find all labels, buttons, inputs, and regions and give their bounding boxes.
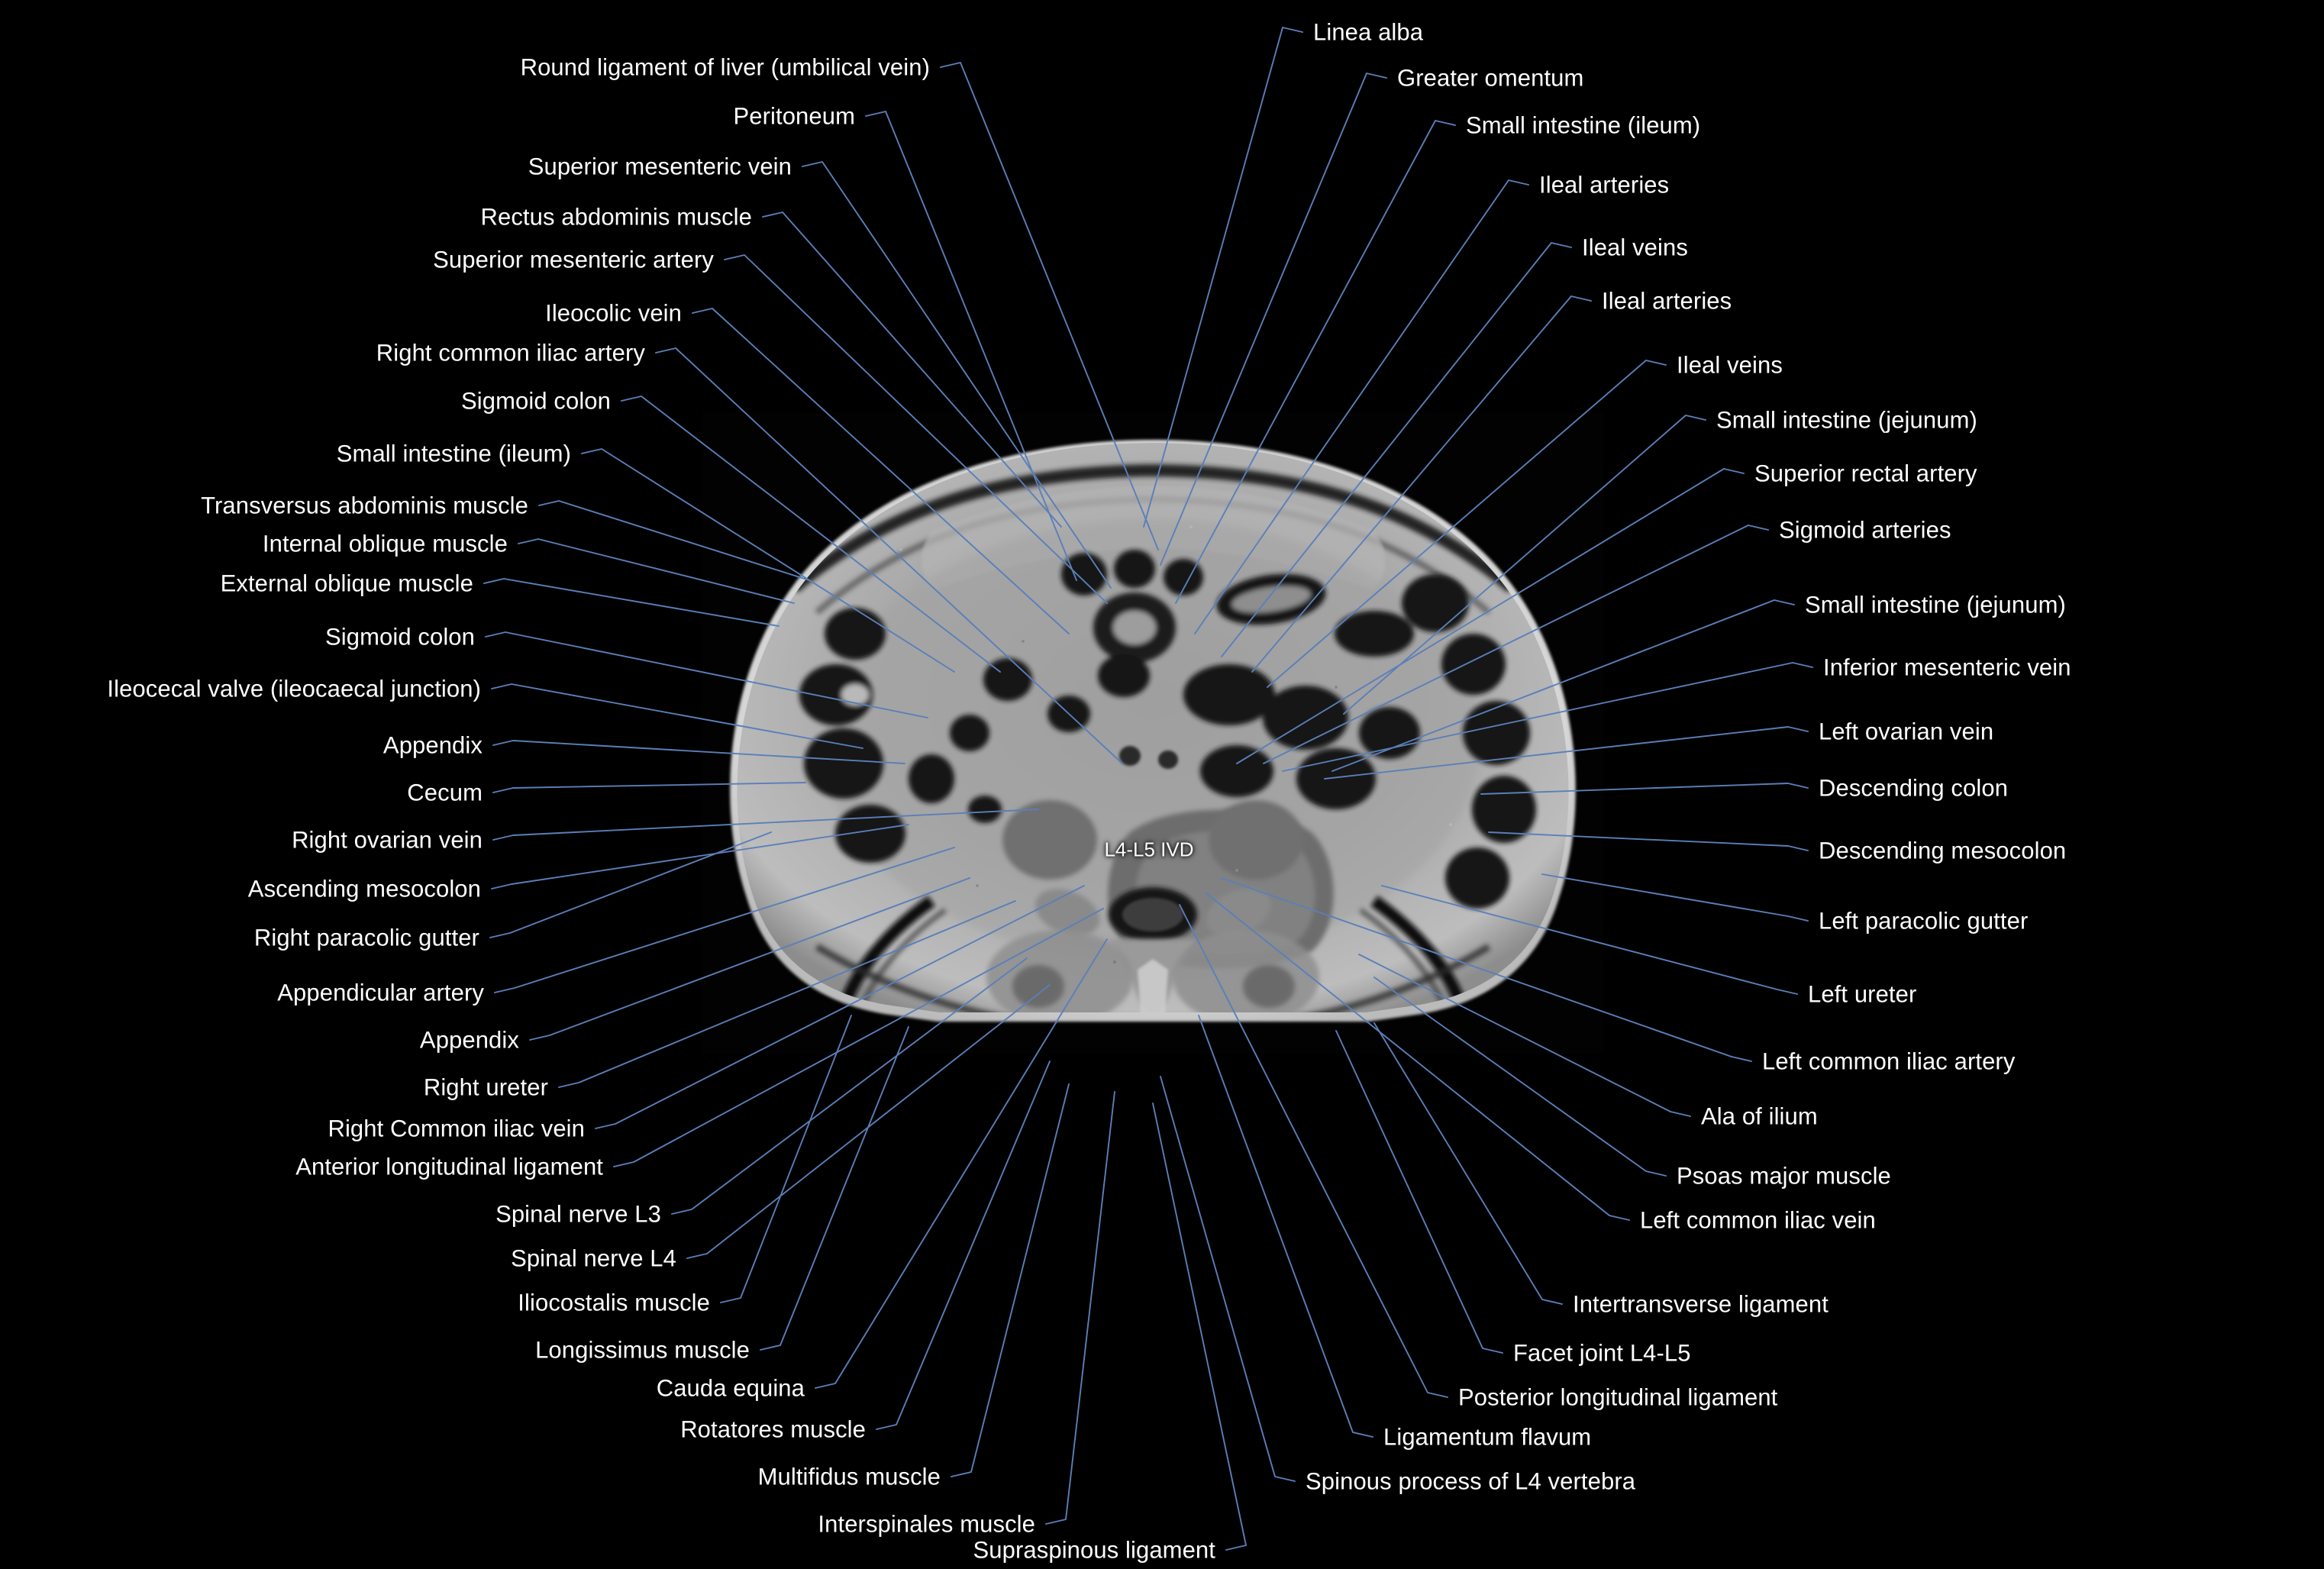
label-spinal-nerve-l3: Spinal nerve L3 bbox=[495, 1200, 661, 1228]
label-sigmoid-colon: Sigmoid colon bbox=[324, 623, 475, 651]
label-small-intestine-jejunum: Small intestine (jejunum) bbox=[1716, 406, 1977, 434]
label-cecum: Cecum bbox=[407, 779, 483, 806]
leader-line-longissimus-muscle bbox=[760, 1026, 909, 1351]
label-superior-mesenteric-vein: Superior mesenteric vein bbox=[528, 153, 792, 180]
label-cauda-equina: Cauda equina bbox=[656, 1374, 805, 1402]
label-appendicular-artery: Appendicular artery bbox=[277, 979, 484, 1006]
label-right-common-iliac-vein: Right Common iliac vein bbox=[328, 1115, 585, 1142]
label-posterior-longitudinal-ligament: Posterior longitudinal ligament bbox=[1458, 1383, 1778, 1411]
label-appendix: Appendix bbox=[382, 731, 483, 759]
leader-line-supraspinous-ligament bbox=[1152, 1102, 1247, 1551]
label-ascending-mesocolon: Ascending mesocolon bbox=[247, 875, 481, 902]
leader-line-interspinales-muscle bbox=[1045, 1091, 1115, 1525]
leader-line-rotatores-muscle bbox=[876, 1061, 1051, 1430]
label-ala-of-ilium: Ala of ilium bbox=[1701, 1102, 1818, 1130]
label-appendix: Appendix bbox=[419, 1026, 519, 1054]
label-anterior-longitudinal-ligament: Anterior longitudinal ligament bbox=[295, 1153, 603, 1180]
label-descending-colon: Descending colon bbox=[1819, 774, 2009, 802]
label-peritoneum: Peritoneum bbox=[733, 102, 855, 130]
label-left-common-iliac-artery: Left common iliac artery bbox=[1762, 1048, 2016, 1075]
label-rotatores-muscle: Rotatores muscle bbox=[680, 1416, 866, 1443]
leader-line-intertransverse-ligament bbox=[1373, 1022, 1563, 1305]
mri-axial-scan bbox=[702, 412, 1603, 1054]
label-left-ovarian-vein: Left ovarian vein bbox=[1819, 718, 1994, 745]
label-right-ureter: Right ureter bbox=[423, 1073, 548, 1101]
mri-image bbox=[702, 412, 1603, 1054]
label-greater-omentum: Greater omentum bbox=[1397, 64, 1584, 92]
label-ileal-arteries: Ileal arteries bbox=[1539, 171, 1670, 199]
label-interspinales-muscle: Interspinales muscle bbox=[818, 1510, 1035, 1538]
label-ileal-veins: Ileal veins bbox=[1677, 351, 1783, 379]
label-iliocostalis-muscle: Iliocostalis muscle bbox=[518, 1289, 710, 1316]
leader-line-iliocostalis-muscle bbox=[720, 1015, 852, 1303]
great-vessels bbox=[1119, 746, 1178, 769]
label-linea-alba: Linea alba bbox=[1313, 18, 1424, 46]
label-facet-joint-l4-l5: Facet joint L4-L5 bbox=[1513, 1339, 1691, 1367]
label-rectus-abdominis-muscle: Rectus abdominis muscle bbox=[480, 203, 752, 231]
label-ileal-arteries: Ileal arteries bbox=[1602, 287, 1732, 315]
label-inferior-mesenteric-vein: Inferior mesenteric vein bbox=[1823, 654, 2071, 681]
label-spinous-process-of-l4-vertebra: Spinous process of L4 vertebra bbox=[1306, 1467, 1636, 1495]
label-right-paracolic-gutter: Right paracolic gutter bbox=[253, 924, 479, 951]
label-supraspinous-ligament: Supraspinous ligament bbox=[973, 1536, 1215, 1564]
label-ileocecal-valve-ileocaecal-junction: Ileocecal valve (ileocaecal junction) bbox=[107, 675, 481, 702]
scan-caption-l4-l5-ivd: L4-L5 IVD bbox=[1104, 838, 1194, 861]
label-external-oblique-muscle: External oblique muscle bbox=[220, 570, 473, 597]
label-left-common-iliac-vein: Left common iliac vein bbox=[1640, 1206, 1876, 1234]
label-ileal-veins: Ileal veins bbox=[1582, 234, 1688, 261]
label-right-common-iliac-artery: Right common iliac artery bbox=[376, 339, 645, 366]
label-internal-oblique-muscle: Internal oblique muscle bbox=[262, 530, 508, 557]
leader-line-facet-joint-l4-l5 bbox=[1335, 1030, 1503, 1354]
label-ligamentum-flavum: Ligamentum flavum bbox=[1383, 1423, 1592, 1451]
leader-line-ligamentum-flavum bbox=[1198, 1015, 1373, 1438]
label-multifidus-muscle: Multifidus muscle bbox=[757, 1463, 941, 1490]
leader-line-spinous-process-of-l4-vertebra bbox=[1160, 1076, 1296, 1482]
label-ileocolic-vein: Ileocolic vein bbox=[545, 299, 682, 327]
label-small-intestine-ileum: Small intestine (ileum) bbox=[336, 440, 571, 467]
label-spinal-nerve-l4: Spinal nerve L4 bbox=[511, 1245, 676, 1272]
label-psoas-major-muscle: Psoas major muscle bbox=[1677, 1162, 1891, 1190]
label-small-intestine-jejunum: Small intestine (jejunum) bbox=[1805, 591, 2066, 618]
label-right-ovarian-vein: Right ovarian vein bbox=[292, 826, 483, 854]
label-small-intestine-ileum: Small intestine (ileum) bbox=[1466, 111, 1701, 139]
label-sigmoid-arteries: Sigmoid arteries bbox=[1779, 516, 1951, 544]
label-round-ligament-of-liver-umbilical-vein: Round ligament of liver (umbilical vein) bbox=[520, 53, 930, 81]
label-sigmoid-colon: Sigmoid colon bbox=[460, 387, 611, 415]
label-longissimus-muscle: Longissimus muscle bbox=[535, 1336, 750, 1364]
label-left-ureter: Left ureter bbox=[1808, 980, 1917, 1008]
label-descending-mesocolon: Descending mesocolon bbox=[1819, 837, 2067, 864]
leader-line-multifidus-muscle bbox=[951, 1083, 1070, 1477]
label-superior-rectal-artery: Superior rectal artery bbox=[1754, 460, 1977, 487]
label-superior-mesenteric-artery: Superior mesenteric artery bbox=[433, 246, 714, 273]
label-intertransverse-ligament: Intertransverse ligament bbox=[1573, 1290, 1829, 1318]
label-left-paracolic-gutter: Left paracolic gutter bbox=[1819, 907, 2029, 935]
label-transversus-abdominis-muscle: Transversus abdominis muscle bbox=[201, 492, 528, 519]
